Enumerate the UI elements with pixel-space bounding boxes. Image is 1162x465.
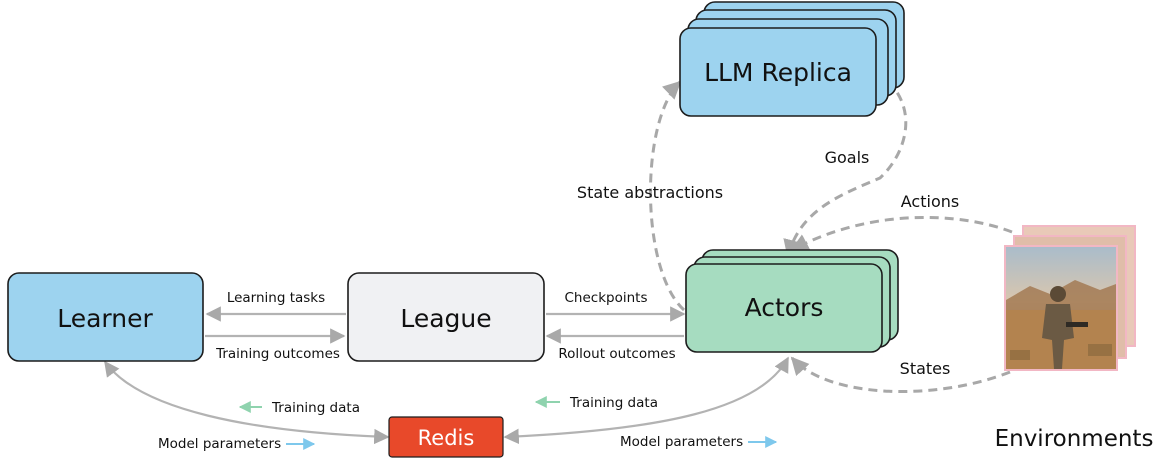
environments-label: Environments [995,426,1154,452]
model-parameters-left-label: Model parameters [158,436,281,452]
state-abstractions-label: State abstractions [577,183,723,202]
learner-redis-arrow [104,360,390,445]
environments-image-stack [1004,225,1136,371]
actors-label: Actors [745,293,824,322]
learner-node: Learner [7,272,204,362]
states-label: States [900,359,951,378]
model-parameters-right-label: Model parameters [620,434,743,450]
llm-replica-node: LLM Replica [679,1,905,117]
redis-node: Redis [388,416,504,458]
checkpoints-label: Checkpoints [565,290,648,306]
states-arrow [790,356,1011,393]
league-node: League [347,272,545,362]
learning-tasks-label: Learning tasks [227,290,325,306]
training-data-right-label: Training data [569,395,658,411]
llm-replica-label: LLM Replica [704,58,852,87]
learner-label: Learner [57,304,153,333]
rollout-outcomes-label: Rollout outcomes [558,346,675,362]
goals-label: Goals [825,148,870,167]
actions-label: Actions [901,192,959,211]
league-label: League [400,304,491,333]
desert-soldier-image [1004,245,1118,371]
actors-node: Actors [685,249,899,353]
redis-actors-arrow [503,356,789,445]
redis-label: Redis [418,426,475,450]
training-outcomes-label: Training outcomes [215,346,340,362]
goals-arrow [783,70,908,258]
training-data-left-label: Training data [271,400,360,416]
actions-arrow [790,215,1013,252]
state-abstractions-arrow [649,80,686,312]
